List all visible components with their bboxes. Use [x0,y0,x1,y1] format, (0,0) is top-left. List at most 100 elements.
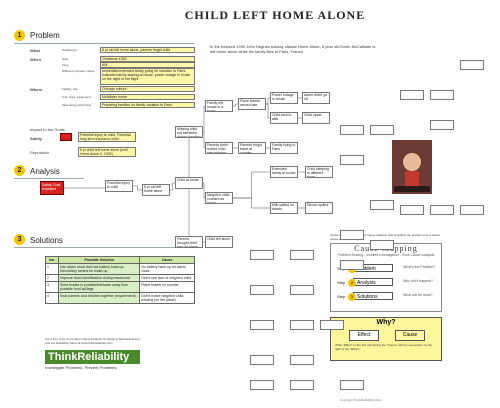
problem-field-value: AM [100,62,195,68]
cell-cause: Didn't notice neighbor child missing (on… [139,292,195,304]
solutions-step-badge: 3 [14,234,25,245]
analysis-root-box: Safety Goal impacted [40,181,64,195]
problem-field-value: 8 yr old left home alone, parents forget… [100,47,195,53]
brand-block: ThinkReliability Investigate Problems. P… [45,350,140,370]
cause-node-box [460,205,484,215]
copyright-footer: Copyright ThinkReliability 2012 [340,398,382,402]
cause-node: Extended family at house [270,166,298,178]
cause-node: Family flying to Paris [270,142,298,154]
cell-no: 4 [45,292,59,304]
cause-node-box [250,250,274,260]
cause-node-box [460,60,484,70]
cause-link [233,103,238,107]
analysis-step-badge: 2 [14,165,25,176]
problem-field-value: McAllister home [100,94,195,100]
problem-field-sublabel: Different process / steps [62,69,95,73]
cause-node-box [430,120,454,130]
problem-field-label: When [30,57,41,62]
cell-cause: Plane tickets on counter [139,281,195,293]
solutions-section-title: Solutions [30,236,63,245]
brand-logo: ThinkReliability [45,350,140,364]
brand-tagline: Investigate Problems. Prevent Problems. [45,365,118,370]
impact-safety-label: Safety [30,136,43,141]
cause-node-box [370,200,394,210]
why-title: Why? [376,319,396,326]
cause-node-box [400,205,424,215]
cause-node: Missing child not identified during coun… [175,126,203,138]
cell-cause: Didn't see face of neighbor child [139,274,195,282]
cause-node-box [400,90,424,100]
cause-node: Power outage in house [270,92,298,104]
problem-field-sublabel: Time [62,63,69,67]
effect-box: Effect [349,330,379,341]
problem-field-sublabel: Date [62,57,69,61]
cause-node: Child sent to attic [270,112,298,124]
cause-node: Plane tickets arrived late [238,98,266,110]
problem-field-value: Immediate/extended family going on vacat… [100,68,195,85]
cause-node-box [430,90,454,100]
col-cause: Cause [139,256,195,264]
page-title: Child Left Home Alone [184,8,366,22]
impact-safety-value: Potential injury to child, Potential lon… [78,132,136,142]
impact-reputation-label: Reputation [30,150,50,155]
step-name: Problem [357,266,376,272]
cause-node-box [340,380,364,390]
col-solution: Possible Solution [57,256,141,264]
cell-no: 2 [45,274,59,282]
cause-node-box [340,260,364,270]
step-question: Why did it happen? [403,279,433,283]
problem-field-sublabel: Facility, site [62,87,78,91]
cause-node: Parents thought child was on plane [175,236,203,248]
problem-section-title: Problem [30,31,60,40]
problem-field-sublabel: Problem(s) [62,48,77,52]
step-number-badge: 2 [348,279,356,287]
cell-solution: Use alarm clock that has battery back-up… [57,263,141,275]
impact-reputation-value: 8 yr child left home alone (until Home A… [78,147,136,157]
safety-impact-marker [60,133,72,141]
cause-node: Family left house in a hurry [205,100,233,112]
cause-node-box [250,355,274,365]
cause-link [266,103,270,119]
cause-node-box [370,240,394,250]
cause-node-box [290,250,314,260]
cause-node: Neighbor child counted as Kevin [205,192,233,204]
cause-node: Milk spilled on tickets [270,202,298,214]
cause-link [133,185,142,191]
cause-node-box [290,285,314,295]
step-name: Solutions [357,294,378,300]
col-no: No. [45,256,59,264]
cause-node-box [340,230,364,240]
problem-field-value: Chicago suburb [100,86,195,92]
cause-link [175,182,203,243]
cause-node-box [290,355,314,365]
cell-no: 3 [45,281,59,293]
cause-node-box [250,320,274,330]
cause-node-box [320,320,344,330]
cause-node: Potential injury to child [105,180,133,192]
cell-solution: Store tickets in pockets/briefcase away … [57,281,141,293]
cause-node: Dinner spilled [305,202,333,214]
cell-solution: Improve head identification during headc… [57,274,141,282]
intro-text: In the beloved 1990 John Hughes holiday … [210,44,376,54]
cause-node: Alarm didn't go off [302,92,330,104]
impact-heading: Impact to the Goals [30,127,65,132]
step-label: Step [337,280,346,285]
cause-link [170,182,175,191]
problem-field-label: What [30,48,40,53]
cause-node-box [370,125,394,135]
cause-link [203,131,205,149]
step-label: Step [337,294,346,299]
cause-link [175,131,203,184]
cause-node: 8 yr old left home alone [142,184,170,196]
step-question: What will be done? [403,293,433,297]
cause-node-box [290,320,314,330]
step-number-badge: 3 [348,293,356,301]
why-note: Write "Effect" to the left, identifying … [335,343,433,351]
cause-link [233,171,270,199]
